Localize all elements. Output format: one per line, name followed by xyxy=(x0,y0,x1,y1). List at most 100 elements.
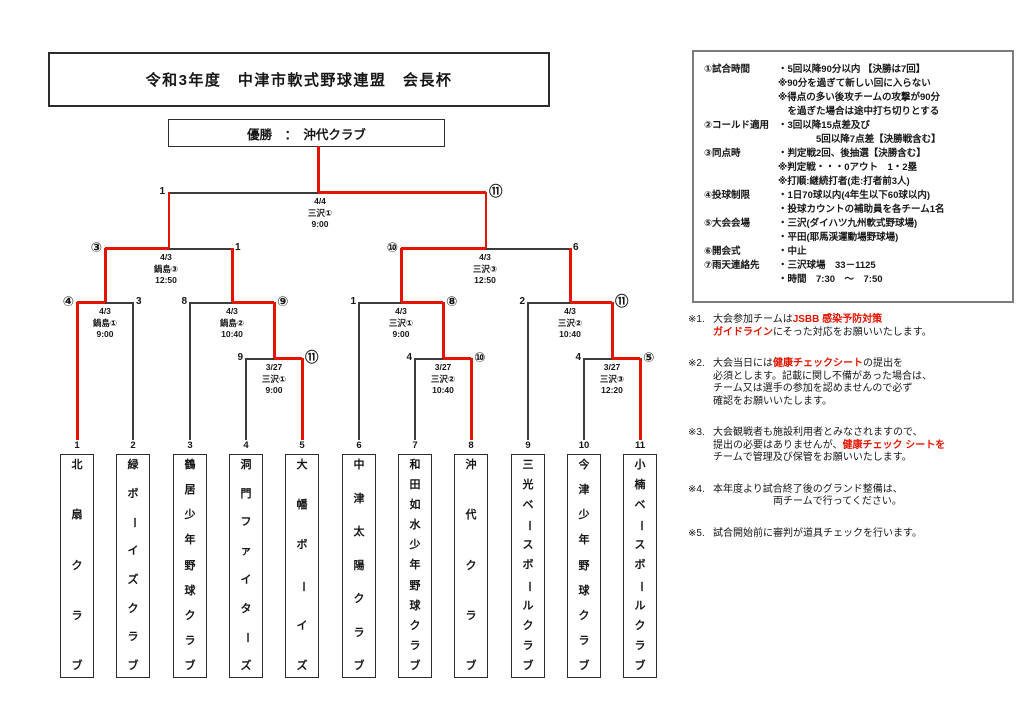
team-seed: 3 xyxy=(187,440,193,451)
match-time: 10:40 xyxy=(221,329,243,339)
team-name-char: ー xyxy=(296,580,309,592)
team-name-char: 居 xyxy=(184,484,196,497)
match-score-winner: ⑩ xyxy=(386,240,398,255)
match-time: 12:50 xyxy=(474,275,496,285)
team-name-char: イ xyxy=(127,545,139,558)
bracket-line xyxy=(484,192,487,248)
team-seed: 2 xyxy=(130,440,136,451)
match-label-round1-1: 3/27 三沢① 9:00 xyxy=(259,362,289,397)
match-score-winner: ⑩ xyxy=(474,350,486,365)
note-text-part: 大会当日には xyxy=(713,358,773,369)
team-name-box: 中津太陽クラブ xyxy=(342,454,376,678)
match-date: 3/27 xyxy=(265,362,283,372)
note-text: 大会観戦者も施設利用者とみなされますので、 提出の必要はありませんが、健康チェッ… xyxy=(713,427,945,465)
bracket-line xyxy=(190,302,232,304)
team-name-char: ー xyxy=(522,580,535,592)
match-score-winner: ④ xyxy=(62,294,74,309)
note-text-part: にそった対応をお願いいたします。 xyxy=(773,326,932,338)
team-name-char: ラ xyxy=(184,634,196,647)
team-name-char: ク xyxy=(465,559,477,572)
team-name-char: 三 xyxy=(522,459,534,471)
team-name-box: 三光ベースボールクラブ xyxy=(511,454,545,678)
team-name-char: ラ xyxy=(522,639,534,652)
team-name-char: ブ xyxy=(409,659,421,672)
bracket-line xyxy=(569,248,572,302)
note-text-part: 本年度より試合終了後のグランド整備は、 両チームで行ってください。 xyxy=(713,483,903,508)
note-number: ※1. xyxy=(688,314,705,325)
team-seed: 7 xyxy=(412,440,418,451)
bracket-line xyxy=(317,146,320,192)
bracket-line xyxy=(105,247,169,250)
bracket-line xyxy=(77,301,105,304)
match-time: 12:50 xyxy=(155,275,177,285)
match-venue: 三沢① xyxy=(388,317,414,328)
team-name-char: 年 xyxy=(578,534,590,547)
bracket-line xyxy=(359,302,401,304)
match-date: 4/4 xyxy=(314,196,326,206)
team-name-char: ズ xyxy=(296,659,308,672)
note-number: ※4. xyxy=(688,483,705,495)
match-time: 9:00 xyxy=(265,385,283,395)
team-name-char: ズ xyxy=(127,573,139,586)
bracket-line xyxy=(443,357,471,360)
team-name-char: 鶴 xyxy=(184,459,196,471)
note-text: 本年度より試合終了後のグランド整備は、 両チームで行ってください。 xyxy=(713,484,903,509)
team-name-char: ー xyxy=(522,520,535,532)
match-score-winner: ⑧ xyxy=(446,294,458,309)
team-name-char: 扇 xyxy=(71,509,83,522)
note-text-part: 大会参加チームは xyxy=(713,314,793,325)
team-name-char: ブ xyxy=(127,659,139,672)
match-score: 1 xyxy=(350,296,356,307)
team-name-char: ブ xyxy=(578,660,590,672)
match-date: 4/3 xyxy=(99,306,111,316)
notes-section: ※1.大会参加チームはJSBB 感染予防対策 ガイドラインにそった対応をお願いい… xyxy=(688,314,1022,559)
match-time: 12:20 xyxy=(601,385,623,395)
rule-text: ・3回以降15点差及び 5回以降7点差【決勝戦含む】 xyxy=(778,120,941,145)
team-name-char: 緑 xyxy=(127,459,139,471)
team-name-char: ク xyxy=(578,609,590,622)
team-name-char: ー xyxy=(634,580,647,592)
team-seed: 1 xyxy=(74,440,80,451)
team-name-char: ク xyxy=(522,619,534,632)
team-name-char: ボ xyxy=(127,487,139,500)
team-name-char: 幡 xyxy=(296,499,308,512)
team-name-char: 陽 xyxy=(353,559,365,572)
team-name-char: ス xyxy=(522,539,534,552)
team-name-char: ー xyxy=(634,520,647,532)
rule-text: ・中止 xyxy=(778,246,807,257)
rule-text: ・5回以降90分以内 【決勝は7回】 ※90分を過ぎて新しい回に入らない ※得点… xyxy=(778,64,941,117)
team-name-char: 野 xyxy=(184,559,196,572)
match-label-semifinal-2: 4/3 三沢③ 12:50 xyxy=(470,252,500,287)
team-name-char: 如 xyxy=(409,499,421,512)
match-score: 4 xyxy=(406,352,412,363)
bracket-line xyxy=(358,302,360,440)
match-date: 4/3 xyxy=(395,306,407,316)
match-label-quarterfinal-3: 4/3 三沢① 9:00 xyxy=(386,306,416,341)
rule-label: ⑤大会会場 xyxy=(704,218,751,229)
bracket-line xyxy=(486,248,570,250)
match-score: 3 xyxy=(136,296,142,307)
team-name-char: 球 xyxy=(578,584,590,597)
team-name-box: 小楠ベースボールクラブ xyxy=(623,454,657,678)
rule-text: ・判定戦2回、後抽選【決勝含む】 ※判定戦・・・0アウト 1・2塁 ※打順:継続… xyxy=(778,148,926,187)
team-name-char: ク xyxy=(353,593,365,605)
team-name-box: 今津少年野球クラブ xyxy=(567,454,601,678)
bracket-line xyxy=(301,358,304,440)
team-name-char: ラ xyxy=(353,626,365,639)
team-name-char: ラ xyxy=(409,639,421,652)
rule-item: ②コールド適用・3回以降15点差及び 5回以降7点差【決勝戦含む】 xyxy=(704,119,1006,147)
team-name-char: ボ xyxy=(634,559,646,572)
match-venue: 三沢② xyxy=(557,317,583,328)
team-seed: 11 xyxy=(634,440,646,451)
match-label-quarterfinal-2: 4/3 鍋島② 10:40 xyxy=(217,306,247,341)
match-score: 1 xyxy=(159,186,165,197)
bracket-line xyxy=(273,302,276,358)
team-name-char: 水 xyxy=(409,519,421,532)
team-name-box: 沖代クラブ xyxy=(454,454,488,678)
team-name-char: 年 xyxy=(184,534,196,547)
